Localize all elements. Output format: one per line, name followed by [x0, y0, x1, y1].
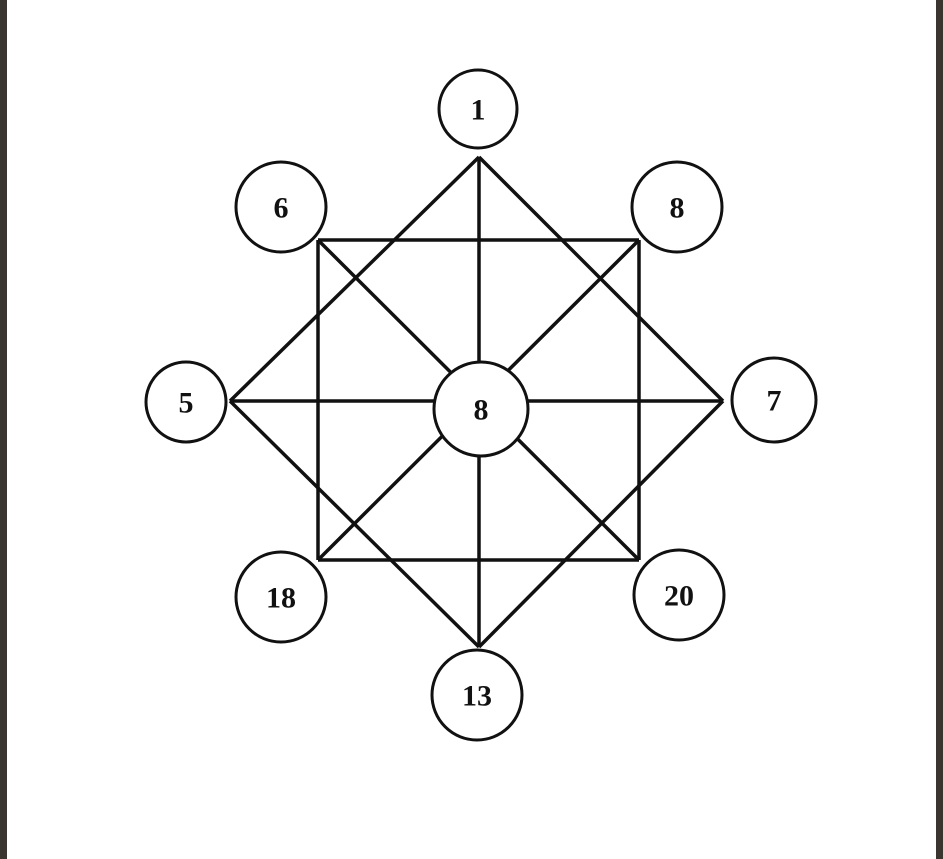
node-circle: [630, 160, 724, 254]
node-circle: [144, 360, 228, 444]
node-circle: [430, 648, 524, 742]
number-star-diagram: 1 6 8 5 8 7 18 20: [144, 68, 818, 742]
node-left: 5: [144, 360, 228, 444]
node-label: 1: [471, 94, 486, 127]
node-circle: [432, 360, 530, 458]
diamond-edge-top-left: [228, 155, 481, 403]
node-top-left: 6: [234, 160, 328, 254]
node-circle: [234, 160, 328, 254]
node-bottom-left: 18: [234, 550, 328, 644]
node-bottom-right: 20: [632, 548, 726, 642]
node-label: 7: [767, 385, 782, 418]
node-top-right: 8: [630, 160, 724, 254]
node-label: 18: [266, 582, 296, 615]
node-circle: [730, 356, 818, 444]
node-center: 8: [432, 360, 530, 458]
node-label: 20: [664, 580, 694, 613]
node-label: 13: [462, 680, 492, 713]
node-circle: [632, 548, 726, 642]
node-label: 8: [670, 192, 685, 225]
node-circle: [437, 68, 519, 150]
node-top: 1: [437, 68, 519, 150]
node-label: 8: [474, 394, 489, 427]
diagram-canvas: 1 6 8 5 8 7 18 20: [7, 0, 936, 859]
node-label: 5: [179, 387, 194, 420]
node-label: 6: [274, 192, 289, 225]
node-right: 7: [730, 356, 818, 444]
node-circle: [234, 550, 328, 644]
node-bottom: 13: [430, 648, 524, 742]
